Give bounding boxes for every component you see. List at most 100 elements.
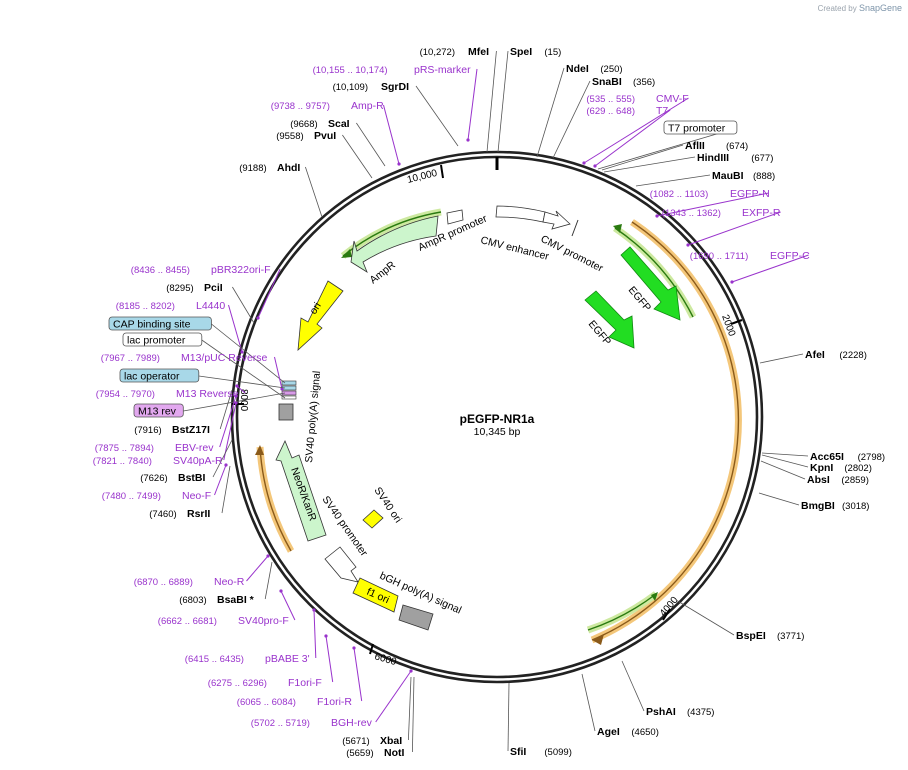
green-arc-bottom-line: [587, 593, 657, 631]
leader-line: [687, 211, 781, 246]
site-position: (4375): [687, 707, 714, 718]
enzyme-name: NdeI: [566, 63, 589, 75]
leader-line: [761, 454, 809, 468]
label-exfpr: (1343 .. 1362)EXFP-R: [662, 207, 781, 219]
label-bghrev: (5702 .. 5719)BGH-rev: [251, 717, 373, 729]
sv40-promoter-feature: [324, 546, 359, 583]
label-lacop: lac operator: [119, 368, 200, 383]
enzyme-name: SnaBI: [592, 76, 622, 88]
primer-name: T7: [656, 105, 668, 117]
bgh-polya-feature: [398, 604, 434, 631]
tick-2000-mark: [730, 319, 743, 325]
site-position: (535 .. 555): [586, 94, 635, 105]
label-ampr_p: (9738 .. 9757) Amp-R: [271, 100, 384, 112]
enzyme-name: RsrII: [187, 508, 210, 520]
leader-line: [467, 68, 478, 141]
label-egfpn: (1082 .. 1103)EGFP-N: [650, 188, 770, 200]
leader-line: [211, 323, 286, 384]
label-pvui: (9558)PvuI: [276, 130, 336, 142]
site-position: (2798): [858, 452, 885, 463]
leader-line: [356, 122, 386, 167]
feature-box: [119, 368, 200, 383]
site-position: (7916): [134, 425, 161, 436]
enzyme-name: SpeI: [510, 46, 532, 58]
site-position: (6803): [179, 595, 206, 606]
feature-box-text: T7 promoter: [668, 123, 726, 135]
green-arc-ampr-line: [342, 211, 442, 257]
snapgene-logo: SnapGene: [858, 3, 902, 13]
credit: Created by SnapGene: [818, 3, 902, 13]
primer-site-mark: [234, 394, 238, 398]
leader-line: [221, 465, 231, 514]
leader-line: [280, 590, 296, 621]
site-position: (3018): [842, 501, 869, 512]
label-cap: CAP binding site: [108, 316, 212, 331]
label-aflii: (674)AflII: [685, 140, 748, 152]
sv40-polya-feature: [278, 403, 294, 421]
primer-name: pBR322ori-F: [211, 264, 271, 276]
leader-line: [223, 402, 237, 461]
label-maubi: (888)MauBI: [712, 170, 775, 182]
site-position: (7460): [149, 509, 176, 520]
label-sfii: (5099)SfiI: [510, 746, 572, 758]
primer-name: EBV-rev: [175, 442, 214, 454]
enzyme-name: BsaBI *: [217, 594, 255, 606]
enzyme-name: AflII: [685, 140, 705, 152]
site-position: (2859): [841, 475, 868, 486]
label-pshai: (4375)PshAI: [646, 706, 714, 718]
leader-line: [232, 286, 255, 324]
site-position: (10,109): [333, 82, 368, 93]
lac-cluster-m13: [281, 390, 297, 396]
leader-line: [305, 166, 323, 218]
leader-line: [274, 356, 283, 390]
site-position: (8295): [166, 283, 193, 294]
primer-name: BGH-rev: [331, 717, 373, 729]
orf-arc-head: [592, 634, 604, 645]
label-ndei: (250)NdeI: [566, 63, 623, 75]
green-arc-egfp-line: [614, 227, 694, 318]
site-position: (7967 .. 7989): [101, 353, 160, 364]
primer-name: pRS-marker: [414, 64, 471, 76]
orange-arc-neo-line: [259, 446, 292, 552]
primer-site-mark: [280, 387, 284, 391]
site-position: (356): [633, 77, 655, 88]
site-position: (7480 .. 7499): [102, 491, 161, 502]
tick-4000-mark: [662, 608, 671, 621]
primer-name: Amp-R: [351, 100, 384, 112]
label-kpni: (2802) KpnI: [810, 462, 872, 474]
label-snabi: (356) SnaBI: [592, 76, 655, 88]
site-position: (888): [753, 171, 775, 182]
enzyme-name: KpnI: [810, 462, 833, 474]
leader-line: [375, 670, 412, 723]
enzyme-name: AbsI: [807, 474, 830, 486]
site-position: (9738 .. 9757): [271, 101, 330, 112]
label-ampr: AmpR: [367, 259, 398, 287]
credit-prefix: Created by: [817, 4, 857, 13]
site-position: (2802): [844, 463, 871, 474]
leader-line: [212, 439, 233, 478]
primer-name: CMV-F: [656, 93, 689, 105]
feature-box: [122, 332, 203, 347]
neor-feature: [275, 440, 327, 542]
label-pbr: (8436 .. 8455)pBR322ori-F: [131, 264, 271, 276]
site-position: (5659): [346, 748, 373, 759]
site-position: (7821 .. 7840): [93, 456, 152, 467]
feature-box: [133, 403, 184, 418]
site-position: (6662 .. 6681): [158, 616, 217, 627]
backbone-outer-ring: [230, 150, 764, 684]
leader-line: [656, 192, 769, 217]
primer-site-mark: [256, 316, 260, 320]
primer-site-mark: [593, 164, 597, 168]
leader-line: [313, 609, 317, 659]
leader-line: [597, 127, 738, 170]
leader-line: [583, 97, 689, 164]
label-pcii: (8295)PciI: [166, 282, 223, 294]
primer-name: EXFP-R: [742, 207, 781, 219]
site-position: (15): [544, 47, 561, 58]
tick-6000: 6000: [373, 651, 398, 668]
enzyme-name: SgrDI: [381, 81, 409, 93]
primer-site-mark: [397, 162, 401, 166]
leader-line: [246, 555, 269, 582]
leader-line: [383, 104, 400, 165]
label-sv40pa: (7821 .. 7840)SV40pA-R: [93, 455, 223, 467]
